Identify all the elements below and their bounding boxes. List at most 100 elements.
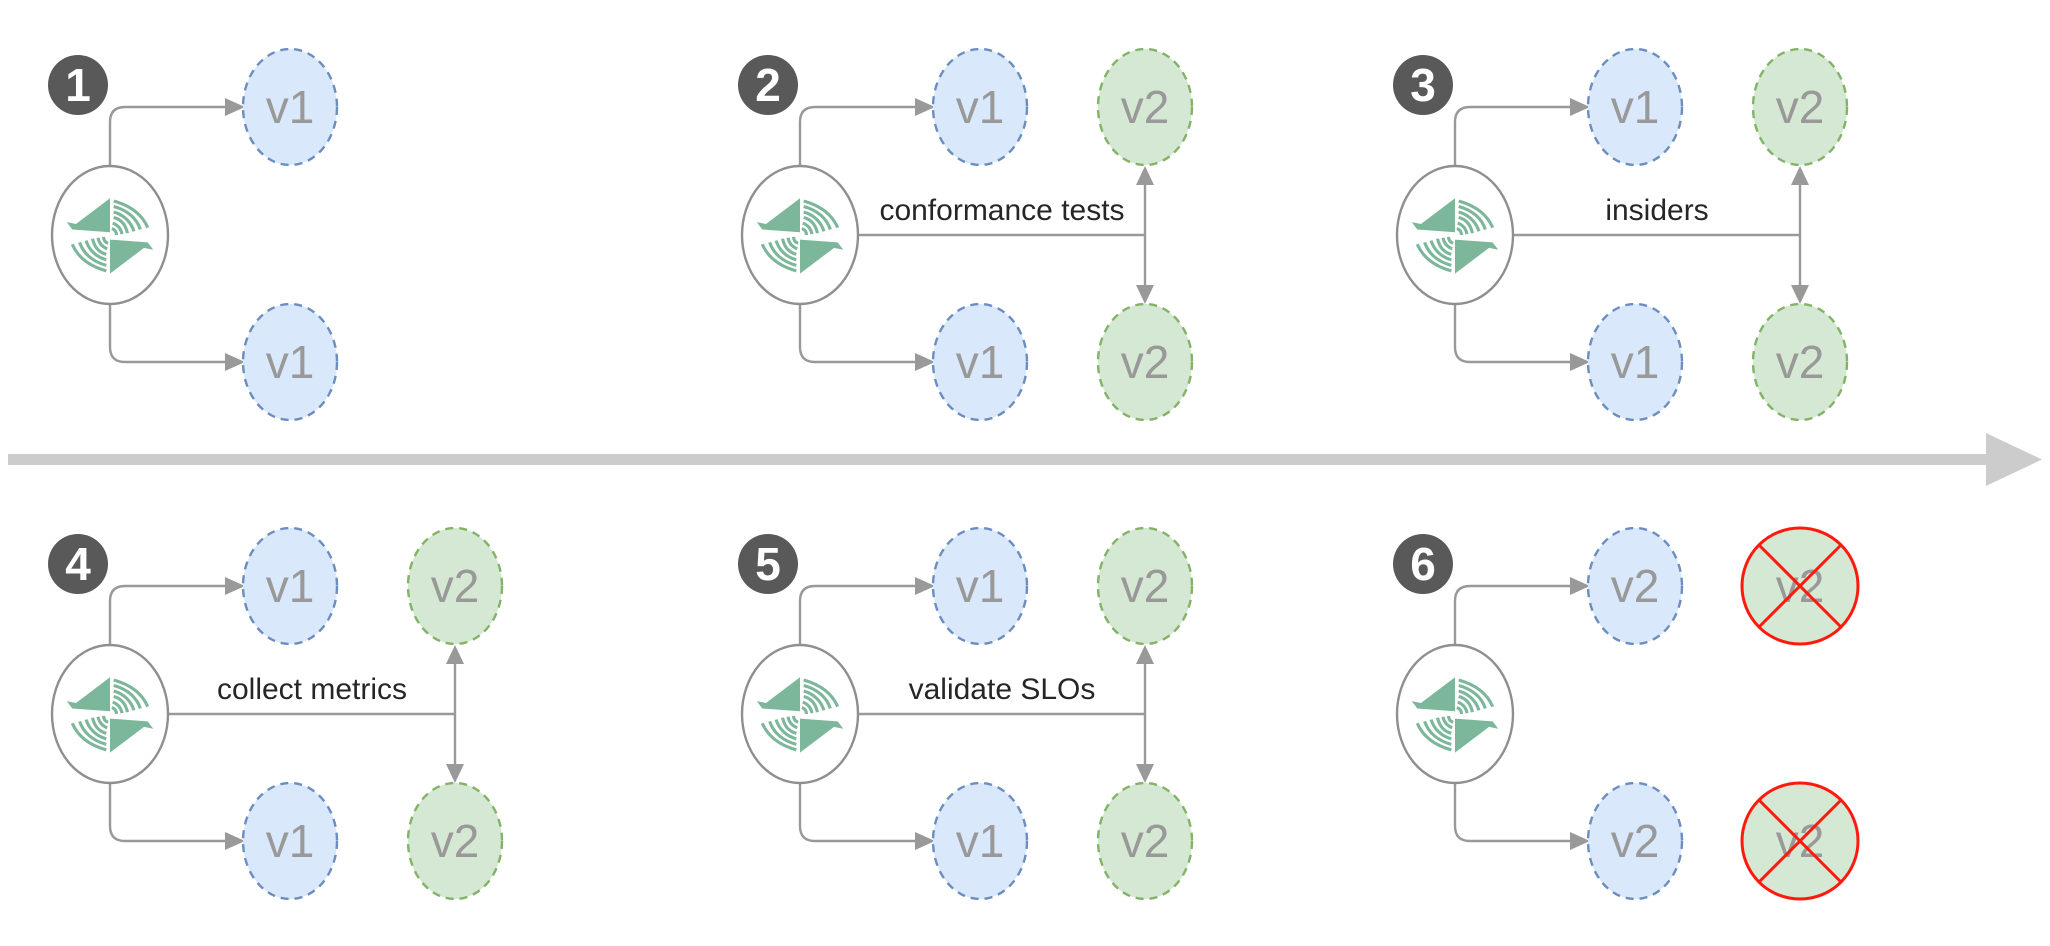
elbow-arrow-bottom xyxy=(798,783,916,843)
router-node xyxy=(740,643,860,785)
elbow-arrow-top xyxy=(798,105,916,166)
node-label: v2 xyxy=(1121,815,1170,867)
arrowhead-down-icon xyxy=(1136,285,1154,304)
node-label: v2 xyxy=(431,815,480,867)
node-label: v2 xyxy=(1776,81,1825,133)
primary-node-top: v2 xyxy=(1586,526,1684,646)
stage-panel-2: 2 conformance tests v1 v1 v2 xyxy=(738,47,1194,422)
arrowhead-bottom-icon xyxy=(225,353,245,371)
node-label: v1 xyxy=(266,815,315,867)
arrowhead-top-icon xyxy=(225,577,245,595)
canary-node-top: v2 xyxy=(1096,526,1194,646)
arrowhead-bottom-icon xyxy=(915,353,935,371)
terminated-node-top: v2 xyxy=(1740,526,1860,646)
red-cross-icon xyxy=(1757,798,1843,884)
router-node xyxy=(50,164,170,306)
node-label: v1 xyxy=(266,560,315,612)
primary-node-bottom: v1 xyxy=(931,781,1029,901)
badge-circle xyxy=(738,534,798,594)
badge-circle xyxy=(1393,55,1453,115)
badge-number: 5 xyxy=(755,538,781,590)
elbow-arrow-bottom xyxy=(108,304,226,364)
arrowhead-down-icon xyxy=(1136,764,1154,783)
bidirectional-arrow xyxy=(1136,166,1154,304)
stage-label: validate SLOs xyxy=(909,673,1096,706)
arrowhead-bottom-icon xyxy=(1570,353,1590,371)
stage-panel-1: 1 v1 v1 xyxy=(48,47,339,422)
stage-label: collect metrics xyxy=(217,673,407,706)
stage-panel-3: 3 insiders v1 v1 v2 v2 xyxy=(1393,47,1849,422)
badge-number: 6 xyxy=(1410,538,1436,590)
router-node xyxy=(740,164,860,306)
node-label: v1 xyxy=(1611,81,1660,133)
stage-badge: 4 xyxy=(48,534,108,594)
elbow-arrow-bottom xyxy=(798,304,916,364)
arrowhead-top-icon xyxy=(1570,98,1590,116)
router-node xyxy=(1395,643,1515,785)
node-label: v2 xyxy=(1121,81,1170,133)
arrowhead-top-icon xyxy=(915,98,935,116)
node-label: v1 xyxy=(956,815,1005,867)
badge-number: 3 xyxy=(1410,59,1436,111)
primary-node-bottom: v1 xyxy=(931,302,1029,422)
elbow-arrow-bottom xyxy=(108,783,226,843)
stage-label: conformance tests xyxy=(879,194,1124,227)
stage-panel-6: 6 v2 v2 v2 v2 xyxy=(1393,526,1860,901)
node-label: v1 xyxy=(956,560,1005,612)
stage-label: insiders xyxy=(1605,194,1708,227)
arrowhead-up-icon xyxy=(446,645,464,664)
arrowhead-bottom-icon xyxy=(225,832,245,850)
canary-node-bottom: v2 xyxy=(1751,302,1849,422)
badge-number: 1 xyxy=(65,59,91,111)
canary-node-bottom: v2 xyxy=(1096,781,1194,901)
arrowhead-top-icon xyxy=(1570,577,1590,595)
badge-number: 4 xyxy=(65,538,91,590)
badge-number: 2 xyxy=(755,59,781,111)
arrowhead-down-icon xyxy=(446,764,464,783)
badge-circle xyxy=(48,534,108,594)
stage-panel-4: 4 collect metrics v1 v1 v2 xyxy=(48,526,504,901)
red-cross-icon xyxy=(1757,543,1843,629)
node-label: v2 xyxy=(1121,560,1170,612)
node-label: v1 xyxy=(266,336,315,388)
node-label: v2 xyxy=(1776,336,1825,388)
elbow-arrow-bottom xyxy=(1453,304,1571,364)
canary-node-top: v2 xyxy=(1751,47,1849,167)
primary-node-top: v1 xyxy=(241,526,339,646)
node-label: v2 xyxy=(1121,336,1170,388)
elbow-arrow-top xyxy=(108,584,226,645)
bidirectional-arrow xyxy=(1136,645,1154,783)
arrowhead-up-icon xyxy=(1136,166,1154,185)
primary-node-bottom: v1 xyxy=(241,781,339,901)
node-label: v1 xyxy=(956,336,1005,388)
canary-node-top: v2 xyxy=(406,526,504,646)
elbow-arrow-top xyxy=(798,584,916,645)
stage-badge: 6 xyxy=(1393,534,1453,594)
primary-node-bottom: v1 xyxy=(1586,302,1684,422)
primary-node-top: v1 xyxy=(931,47,1029,167)
badge-circle xyxy=(1393,534,1453,594)
arrowhead-down-icon xyxy=(1791,285,1809,304)
arrowhead-bottom-icon xyxy=(1570,832,1590,850)
elbow-arrow-top xyxy=(1453,105,1571,166)
stage-badge: 3 xyxy=(1393,55,1453,115)
elbow-arrow-top xyxy=(1453,584,1571,645)
elbow-arrow-bottom xyxy=(1453,783,1571,843)
router-node xyxy=(50,643,170,785)
arrowhead-top-icon xyxy=(225,98,245,116)
badge-circle xyxy=(738,55,798,115)
canary-node-bottom: v2 xyxy=(406,781,504,901)
bidirectional-arrow xyxy=(446,645,464,783)
terminated-node-bottom: v2 xyxy=(1740,781,1860,901)
stage-panel-5: 5 validate SLOs v1 v1 v2 xyxy=(738,526,1194,901)
primary-node-top: v1 xyxy=(931,526,1029,646)
arrowhead-top-icon xyxy=(915,577,935,595)
primary-node-bottom: v2 xyxy=(1586,781,1684,901)
node-label: v2 xyxy=(431,560,480,612)
node-label: v1 xyxy=(1611,336,1660,388)
node-label: v2 xyxy=(1611,815,1660,867)
timeline-arrow-icon xyxy=(8,433,2042,486)
bidirectional-arrow xyxy=(1791,166,1809,304)
arrowhead-up-icon xyxy=(1136,645,1154,664)
